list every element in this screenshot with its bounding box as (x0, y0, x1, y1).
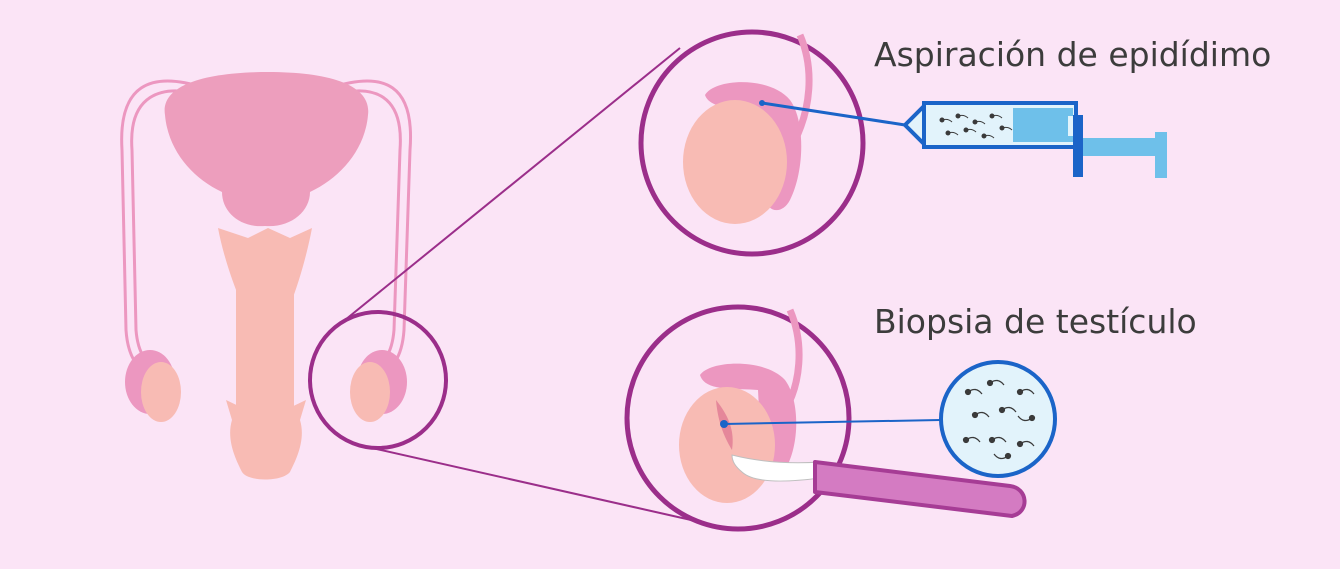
male-reproductive-anatomy (120, 72, 413, 480)
testis-left (141, 362, 181, 422)
syringe-sperm (939, 113, 1013, 139)
syringe-icon (903, 101, 1167, 178)
bladder (164, 72, 369, 227)
zoom-connector-bottom (371, 447, 701, 523)
biopsy-detail (624, 304, 1027, 532)
needle-tip-dot (759, 100, 765, 106)
zoom-connector-top (344, 47, 681, 321)
syringe-plunger-fill (1013, 108, 1073, 142)
biopsy-pointer (723, 419, 941, 425)
sperm-cells-icon (962, 379, 1036, 460)
aspiration-testis (683, 100, 787, 224)
syringe-rod (1083, 138, 1159, 156)
penis-glans (226, 400, 306, 480)
biopsy-pointer-dot (720, 420, 728, 428)
testis-right (350, 362, 390, 422)
sperm-sample-bubble (939, 360, 1057, 478)
sperm-bubble-circle (939, 360, 1057, 478)
penis-shaft (236, 290, 294, 410)
syringe-plunger-head (1068, 116, 1076, 136)
scalpel-handle (813, 460, 1027, 518)
scalpel-blade (731, 454, 821, 482)
aspiration-detail (638, 29, 906, 257)
syringe-thumb-rest (1155, 132, 1167, 178)
biopsy-label: Biopsia de testículo (874, 302, 1197, 341)
aspiration-label: Aspiración de epidídimo (874, 35, 1272, 74)
zoom-source-circle (308, 310, 448, 450)
syringe-flange (1073, 115, 1083, 177)
syringe-needle (761, 101, 906, 127)
biopsy-testis (679, 387, 775, 503)
prostate (218, 228, 312, 300)
